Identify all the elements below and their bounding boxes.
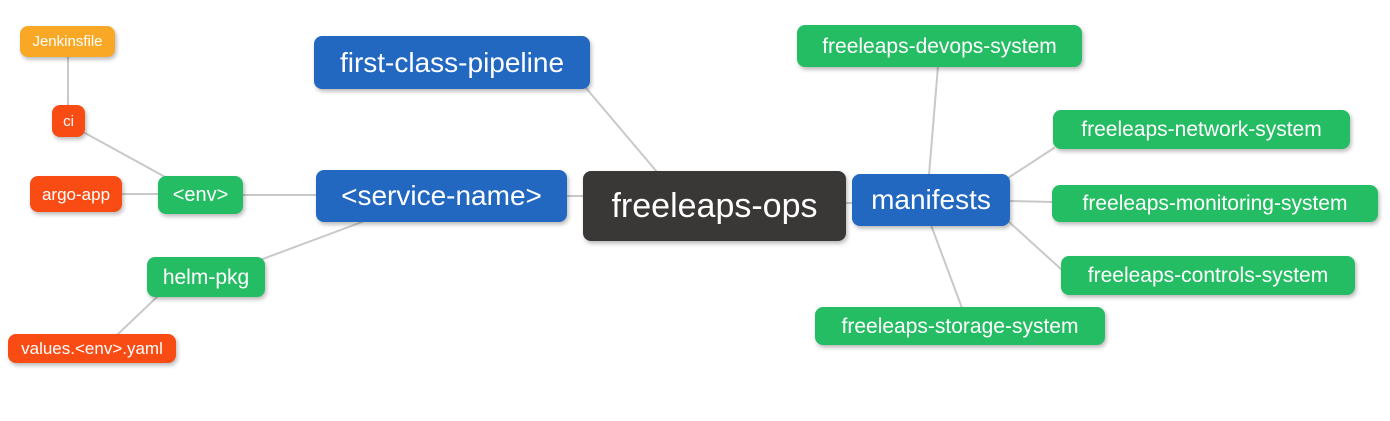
edge-helm-pkg-to-service-name xyxy=(259,221,363,261)
mindmap-node-argo-app[interactable]: argo-app xyxy=(30,176,122,212)
mindmap-node-helm-pkg[interactable]: helm-pkg xyxy=(147,257,265,297)
mindmap-node-freeleaps-storage-system[interactable]: freeleaps-storage-system xyxy=(815,307,1105,345)
edge-manifests-to-freeleaps-monitoring-system xyxy=(1008,200,1054,203)
edge-manifests-to-freeleaps-controls-system xyxy=(1007,220,1063,271)
edge-first-class-pipeline-to-freeleaps-ops xyxy=(585,87,658,173)
mindmap-node-freeleaps-network-system[interactable]: freeleaps-network-system xyxy=(1053,110,1350,149)
edge-manifests-to-freeleaps-storage-system xyxy=(930,224,963,309)
mindmap-node-ci[interactable]: ci xyxy=(52,105,85,137)
mindmap-node-service-name[interactable]: <service-name> xyxy=(316,170,567,222)
mindmap-node-freeleaps-monitoring-system[interactable]: freeleaps-monitoring-system xyxy=(1052,185,1378,222)
edge-manifests-to-freeleaps-network-system xyxy=(1007,147,1055,179)
edge-manifests-to-freeleaps-devops-system xyxy=(928,65,939,176)
mindmap-node-jenkinsfile[interactable]: Jenkinsfile xyxy=(20,26,115,57)
mindmap-node-values-env-yaml[interactable]: values.<env>.yaml xyxy=(8,334,176,363)
edge-ci-to-env xyxy=(84,132,168,179)
mindmap-node-env[interactable]: <env> xyxy=(158,176,243,214)
mindmap-node-freeleaps-ops[interactable]: freeleaps-ops xyxy=(583,171,846,241)
edge-values-env-yaml-to-helm-pkg xyxy=(116,295,159,336)
mindmap-node-first-class-pipeline[interactable]: first-class-pipeline xyxy=(314,36,590,89)
mindmap-node-freeleaps-controls-system[interactable]: freeleaps-controls-system xyxy=(1061,256,1355,295)
mindmap-node-manifests[interactable]: manifests xyxy=(852,174,1010,226)
mindmap-node-freeleaps-devops-system[interactable]: freeleaps-devops-system xyxy=(797,25,1082,67)
